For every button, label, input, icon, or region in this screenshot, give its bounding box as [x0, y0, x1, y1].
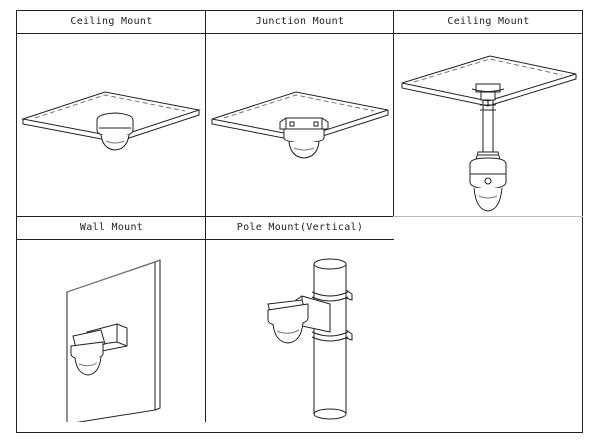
cell-ceiling-pendant-mount: Ceiling Mount: [394, 11, 583, 217]
ceiling-mount-illustration: [17, 34, 206, 217]
dome-camera: [268, 304, 308, 343]
wall-mount-illustration: [17, 240, 206, 422]
dome-camera: [71, 342, 103, 375]
dome-camera: [97, 113, 133, 150]
pole: [314, 259, 346, 419]
cell-wall-mount: Wall Mount: [17, 217, 206, 422]
dome-camera: [470, 158, 506, 211]
dome-camera: [284, 129, 324, 158]
cell-junction-mount: Junction Mount: [206, 11, 394, 217]
pole-clamp: [312, 290, 352, 341]
junction-box: [280, 118, 328, 129]
pole-mount-illustration: [206, 240, 394, 422]
row-divider: [393, 216, 583, 217]
row-divider: [17, 216, 394, 217]
pendant-mount-illustration: [394, 34, 583, 217]
column-divider: [393, 11, 394, 216]
ceiling-slab: [402, 56, 576, 106]
cell-title: Junction Mount: [206, 11, 394, 34]
cell-title: Wall Mount: [17, 217, 206, 240]
cell-title: Pole Mount(Vertical): [206, 217, 394, 240]
empty-cell: [394, 217, 583, 422]
cell-ceiling-mount: Ceiling Mount: [17, 11, 206, 217]
cell-pole-mount: Pole Mount(Vertical): [206, 217, 394, 422]
cell-title: Ceiling Mount: [394, 11, 583, 34]
junction-mount-illustration: [206, 34, 394, 217]
cell-title: Ceiling Mount: [17, 11, 206, 34]
mounting-options-table: Ceiling Mount Junction Mount: [16, 10, 583, 433]
